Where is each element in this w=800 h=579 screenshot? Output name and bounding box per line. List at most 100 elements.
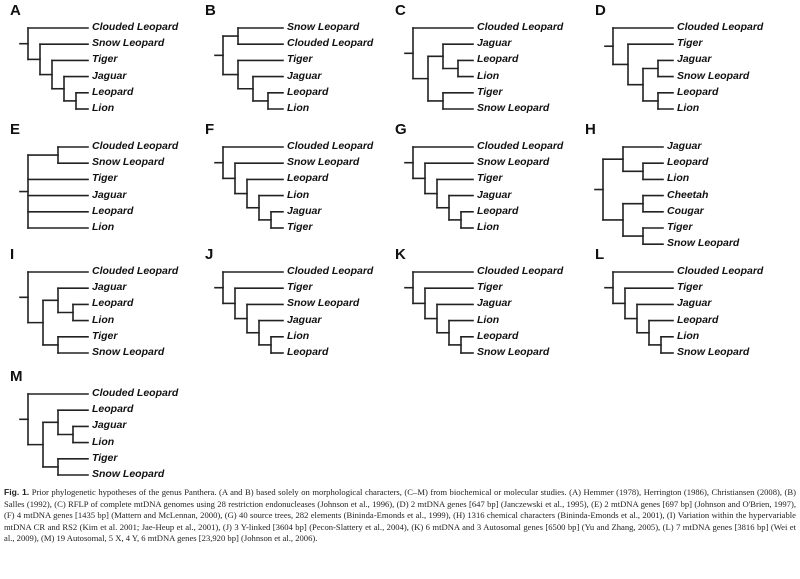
taxon-label: Lion	[477, 313, 500, 326]
tree-branches	[404, 146, 474, 229]
panel-letter: J	[205, 246, 214, 263]
taxon-label: Tiger	[92, 172, 118, 185]
tree-branches	[604, 271, 674, 354]
taxon-label: Lion	[287, 102, 310, 114]
taxon-label: Jaguar	[287, 69, 322, 82]
tree-branches	[214, 271, 284, 354]
taxon-label: Snow Leopard	[667, 237, 740, 250]
tree-branches	[604, 27, 674, 110]
taxon-label: Jaguar	[477, 37, 512, 50]
taxon-label: Cougar	[667, 204, 704, 217]
taxon-label: Clouded Leopard	[287, 37, 374, 50]
taxon-label: Tiger	[477, 172, 503, 185]
taxon-label: Clouded Leopard	[92, 265, 179, 277]
panel-letter: M	[10, 368, 23, 385]
taxon-label: Tiger	[92, 53, 118, 66]
caption-text: Prior phylogenetic hypotheses of the gen…	[4, 487, 796, 544]
caption-label: Fig. 1.	[4, 487, 30, 497]
taxon-label: Lion	[677, 102, 700, 114]
taxon-label: Jaguar	[92, 69, 127, 82]
taxon-label: Lion	[477, 221, 500, 233]
taxon-label: Leopard	[287, 346, 329, 358]
taxon-label: Snow Leopard	[677, 69, 750, 82]
taxon-label: Jaguar	[477, 297, 512, 310]
taxon-label: Tiger	[677, 281, 703, 294]
taxon-label: Clouded Leopard	[677, 21, 764, 33]
panel-letter: A	[10, 2, 21, 19]
taxon-label: Jaguar	[92, 188, 127, 201]
taxon-label: Clouded Leopard	[287, 265, 374, 277]
taxon-label: Jaguar	[92, 281, 127, 294]
taxon-label: Tiger	[477, 85, 503, 98]
panel-letter: C	[395, 2, 406, 19]
taxon-label: Clouded Leopard	[477, 140, 564, 152]
taxon-label: Clouded Leopard	[677, 265, 764, 277]
taxon-label: Snow Leopard	[477, 102, 550, 114]
taxon-label: Clouded Leopard	[287, 140, 374, 152]
taxon-label: Leopard	[677, 85, 719, 98]
taxon-label: Snow Leopard	[287, 156, 360, 169]
taxon-label: Clouded Leopard	[92, 21, 179, 33]
taxon-label: Leopard	[287, 85, 329, 98]
taxon-label: Leopard	[287, 172, 329, 185]
taxon-label: Snow Leopard	[92, 37, 165, 50]
taxon-label: Leopard	[477, 204, 519, 217]
taxon-label: Lion	[677, 329, 700, 342]
taxon-label: Snow Leopard	[287, 21, 360, 33]
taxon-label: Clouded Leopard	[92, 140, 179, 152]
taxon-label: Tiger	[477, 281, 503, 294]
taxon-label: Snow Leopard	[92, 468, 165, 480]
panel-letter: F	[205, 121, 215, 138]
tree-branches	[19, 271, 89, 354]
taxon-label: Lion	[92, 221, 115, 233]
tree-branches	[19, 27, 89, 110]
taxon-label: Lion	[92, 435, 115, 448]
taxon-label: Clouded Leopard	[92, 387, 179, 399]
taxon-label: Leopard	[92, 297, 134, 310]
panel-letter: L	[595, 246, 605, 263]
taxon-label: Leopard	[92, 403, 134, 416]
taxon-label: Lion	[287, 329, 310, 342]
taxon-label: Tiger	[677, 37, 703, 50]
tree-branches	[594, 146, 664, 245]
taxon-label: Snow Leopard	[477, 156, 550, 169]
taxon-label: Tiger	[92, 451, 118, 464]
taxon-label: Lion	[477, 69, 500, 82]
taxon-label: Jaguar	[677, 297, 712, 310]
tree-branches	[404, 271, 474, 354]
taxon-label: Leopard	[477, 53, 519, 66]
panel-letter: G	[395, 121, 407, 138]
taxon-label: Leopard	[677, 313, 719, 326]
tree-branches	[214, 27, 284, 110]
taxon-label: Jaguar	[667, 140, 702, 152]
taxon-label: Jaguar	[477, 188, 512, 201]
panel-letter: E	[10, 121, 21, 138]
taxon-label: Jaguar	[92, 419, 127, 432]
taxon-label: Jaguar	[677, 53, 712, 66]
tree-branches	[19, 393, 89, 476]
tree-branches	[214, 146, 284, 229]
panel-letter: B	[205, 2, 216, 19]
taxon-label: Tiger	[287, 281, 313, 294]
panel-letter: H	[585, 121, 596, 138]
taxon-label: Tiger	[667, 221, 693, 233]
taxon-label: Cheetah	[667, 188, 709, 201]
taxon-label: Tiger	[92, 329, 118, 342]
taxon-label: Snow Leopard	[92, 346, 165, 358]
taxon-label: Lion	[667, 172, 690, 185]
taxon-label: Snow Leopard	[477, 346, 550, 358]
